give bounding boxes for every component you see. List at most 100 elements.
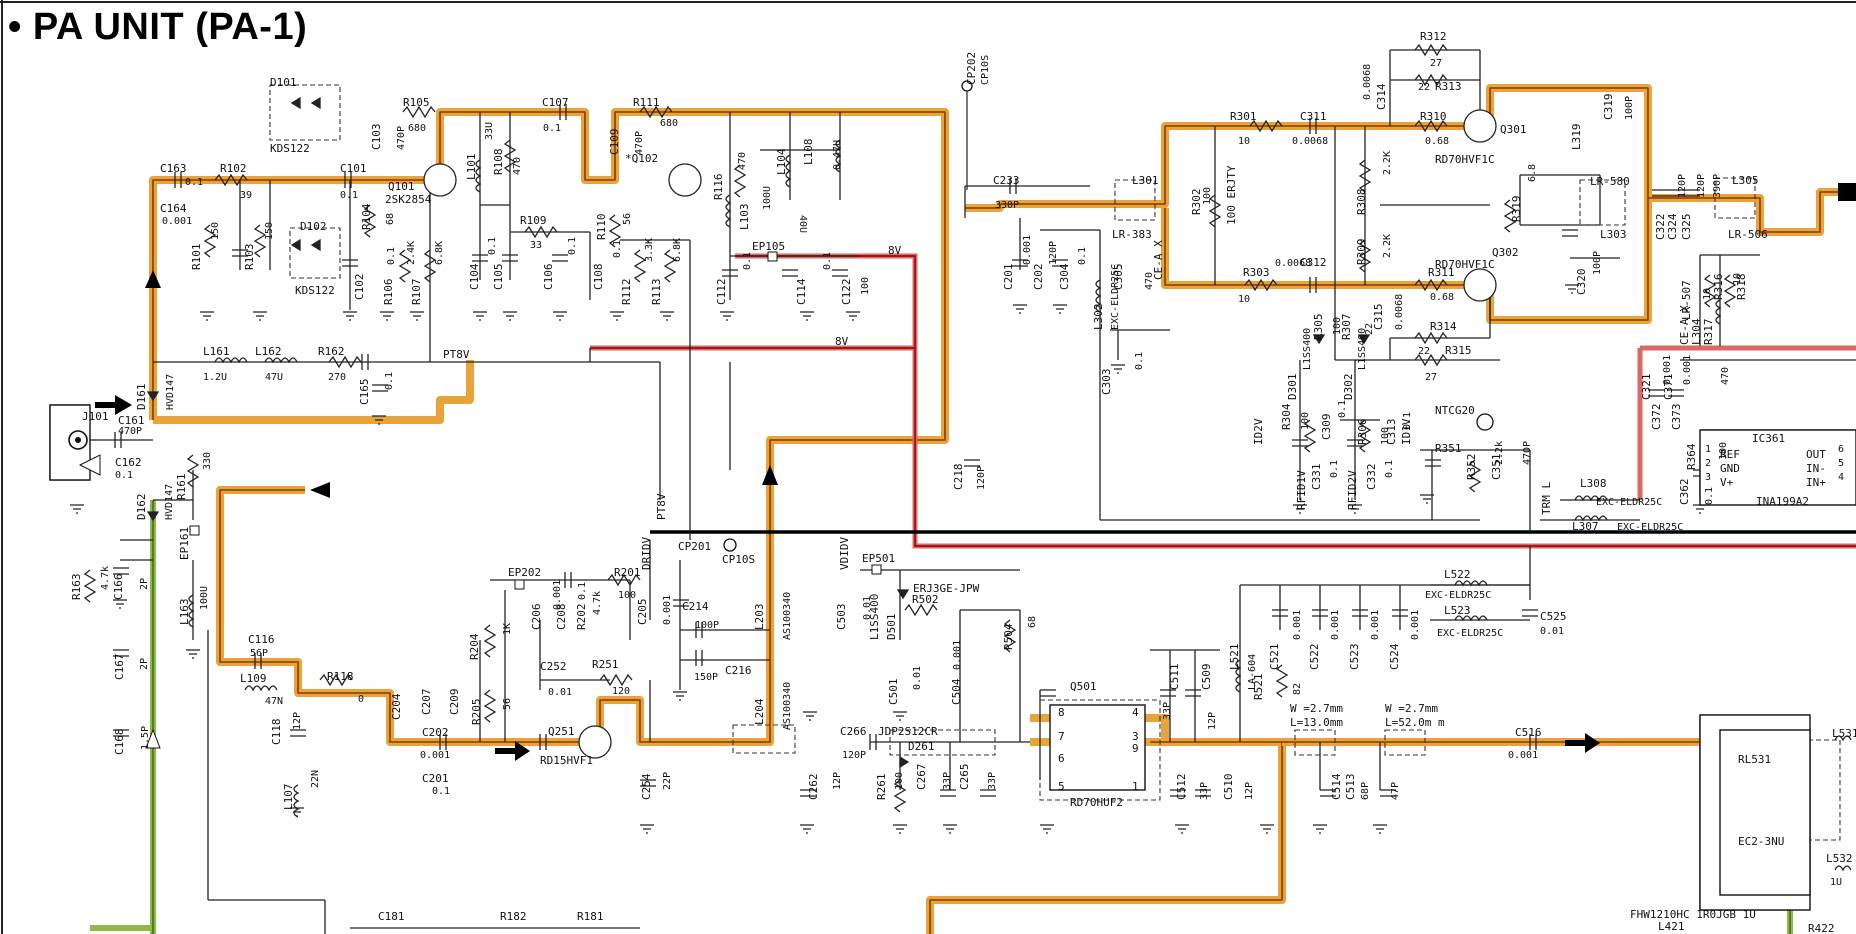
label-r201v: 100: [618, 590, 636, 601]
label-d501: D501: [885, 614, 898, 641]
label-c303: C303: [1100, 369, 1113, 396]
label-l523: L523: [1444, 604, 1471, 617]
label-r163: R163: [70, 574, 83, 601]
label-q1: 1: [1132, 780, 1139, 793]
label-lr383: LR-383: [1112, 228, 1152, 241]
label-r118: R118: [327, 670, 354, 683]
label-r308: R308: [1355, 189, 1368, 216]
label-c202b: C202: [1032, 264, 1045, 291]
label-r311: R311: [1428, 266, 1455, 279]
label-q302: Q302: [1492, 246, 1519, 259]
label-l305: L305: [1732, 174, 1759, 187]
label-r313: R313: [1435, 80, 1462, 93]
label-c109v: 470P: [634, 131, 645, 155]
label-ceax2: CE-A X: [1678, 305, 1691, 345]
label-c201v: 0.1: [432, 786, 450, 797]
label-kds122a: KDS122: [270, 142, 310, 155]
label-r309: R309: [1355, 239, 1368, 266]
label-c112: C112: [715, 279, 728, 306]
label-c233: C233: [993, 174, 1020, 187]
label-id1v: ID1V: [1400, 418, 1413, 445]
label-l522: L522: [1444, 568, 1471, 581]
label-c522v: 0.001: [1330, 610, 1341, 640]
label-c164: C164: [160, 202, 187, 215]
label-c209: C209: [448, 689, 461, 716]
label-v8a: 8V: [888, 244, 902, 257]
label-c206v: 0.001: [552, 580, 563, 610]
label-c161: C161: [118, 414, 145, 427]
label-c315v: 0.0068: [1394, 294, 1405, 330]
label-r310v: 0.68: [1425, 136, 1449, 147]
label-c163: C163: [160, 162, 187, 175]
label-j101: J101: [82, 410, 109, 423]
label-c513v: 47P: [1390, 782, 1401, 800]
label-c166: C166: [112, 574, 125, 601]
label-l108v: 0.47U: [832, 140, 843, 170]
label-c523v: 0.001: [1370, 610, 1381, 640]
label-c208v: 0.1: [577, 582, 588, 600]
label-r108: R108: [492, 149, 505, 176]
label-trml: TRM L: [1540, 482, 1553, 515]
label-lr506: LR-506: [1728, 228, 1768, 241]
label-r104: R104: [360, 203, 373, 230]
label-r352v: 2.2k: [1494, 441, 1505, 465]
label-c106: C106: [542, 264, 555, 291]
label-r314: R314: [1430, 320, 1457, 333]
label-r105: R105: [403, 96, 430, 109]
label-r318: R318: [1735, 274, 1748, 301]
label-c513: C513: [1344, 774, 1357, 801]
label-c524v: 0.001: [1410, 610, 1421, 640]
label-c504: C504: [950, 678, 963, 705]
label-r307v: 22: [1364, 323, 1375, 335]
label-c204: C204: [390, 693, 403, 720]
label-l532: L532: [1826, 852, 1853, 865]
label-l107: L107: [282, 784, 295, 811]
label-r102v: 39: [240, 190, 252, 201]
label-c311v: 0.0068: [1292, 136, 1328, 147]
page-title: • PA UNIT (PA-1): [8, 6, 308, 48]
label-c321v: 0.001: [1662, 355, 1673, 385]
label-c218: C218: [952, 464, 965, 491]
label-c351: C351: [1490, 454, 1503, 481]
label-r202: R202: [575, 604, 588, 631]
label-c207: C207: [420, 689, 433, 716]
label-q251: Q251: [548, 725, 575, 738]
label-c266v: 120P: [842, 750, 866, 761]
label-c516: C516: [1515, 726, 1542, 739]
label-r111: R111: [633, 96, 660, 109]
label-r304v: 100: [1300, 412, 1311, 430]
label-c503v: 0.01: [862, 596, 873, 620]
label-w1l: L=13.0mm: [1290, 716, 1343, 729]
label-r303: R303: [1243, 266, 1270, 279]
label-r316: R316: [1712, 274, 1725, 301]
label-l307v: EXC-ELDR25C: [1617, 522, 1683, 533]
label-c201: C201: [422, 772, 449, 785]
label-r101: R101: [190, 244, 203, 271]
label-c314v: 0.0068: [1362, 64, 1373, 100]
label-c105: C105: [492, 264, 505, 291]
label-r306v: 100: [1380, 427, 1391, 445]
label-id2v: ID2V: [1252, 418, 1265, 445]
label-c265v: 33P: [987, 772, 998, 790]
label-c163v: 0.1: [185, 177, 203, 188]
label-r161: R161: [175, 474, 188, 501]
label-c116v: 56P: [250, 648, 268, 659]
label-pt8v: PT8V: [443, 348, 470, 361]
label-l107v: 22N: [310, 770, 321, 788]
label-cp201: CP201: [678, 540, 711, 553]
label-r319: R319: [1510, 196, 1523, 223]
label-w2: W =2.7mm: [1385, 702, 1438, 715]
label-c516v: 0.001: [1508, 750, 1538, 761]
label-r316v: 10: [1702, 288, 1713, 300]
label-q5: 5: [1058, 780, 1065, 793]
label-l108: L108: [802, 139, 815, 166]
label-r109: R109: [520, 214, 547, 227]
label-r352: R352: [1465, 454, 1478, 481]
label-rl531: RL531: [1738, 753, 1771, 766]
label-c521v: 0.001: [1292, 610, 1303, 640]
label-q301v: RD70HVF1C: [1435, 153, 1495, 166]
label-r163v: 4.7k: [100, 566, 111, 590]
label-vdidv: VDIDV: [838, 537, 851, 570]
label-r103: R103: [243, 244, 256, 271]
label-c313: C313: [1385, 419, 1398, 446]
